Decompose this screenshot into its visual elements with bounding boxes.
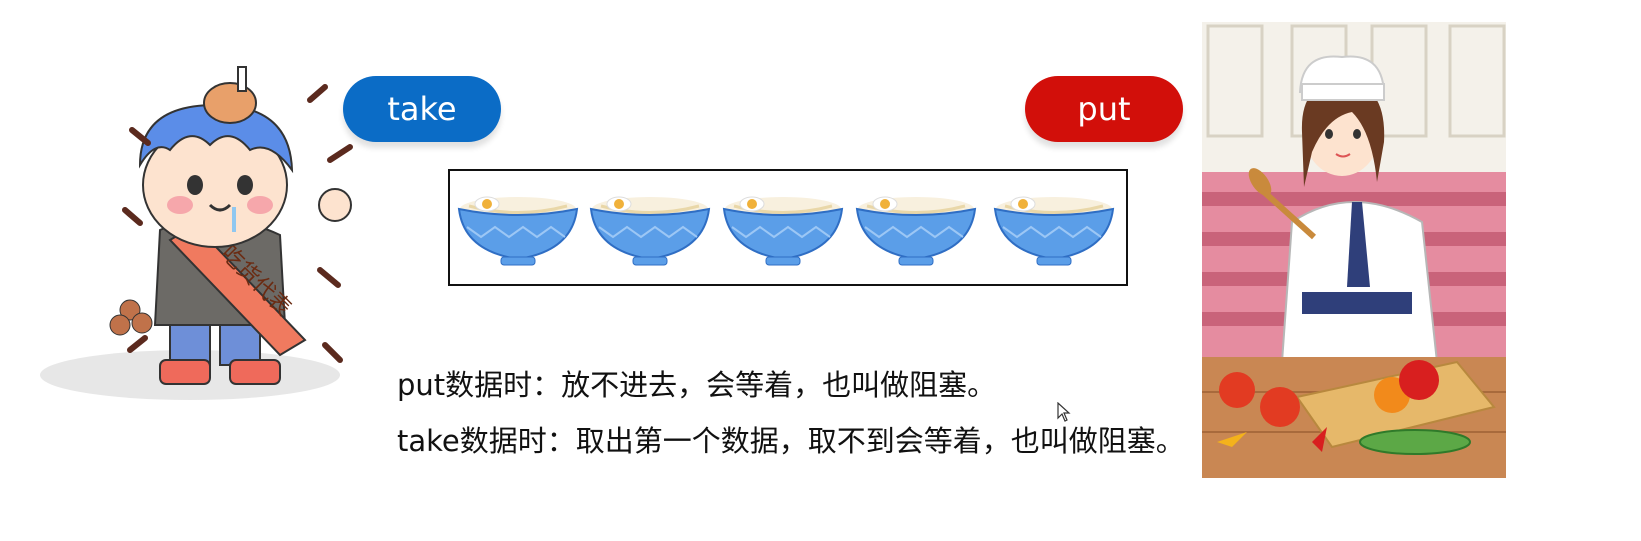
noodle-bowl-icon [589,196,711,266]
noodle-bowl-icon [457,196,579,266]
mouse-cursor-icon [1057,402,1071,422]
put-button[interactable]: put [1025,76,1183,142]
noodle-bowl-icon [722,196,844,266]
foodie-mascot-illustration: 吃货代表 [40,66,353,400]
noodle-bowl-icon [993,196,1115,266]
take-description: take数据时：取出第一个数据，取不到会等着，也叫做阻塞。 [397,424,1185,458]
blocking-queue-box [448,169,1128,286]
noodle-bowl-icon [855,196,977,266]
take-button[interactable]: take [343,76,501,142]
put-description: put数据时：放不进去，会等着，也叫做阻塞。 [397,368,997,402]
chef-illustration [1202,22,1506,478]
